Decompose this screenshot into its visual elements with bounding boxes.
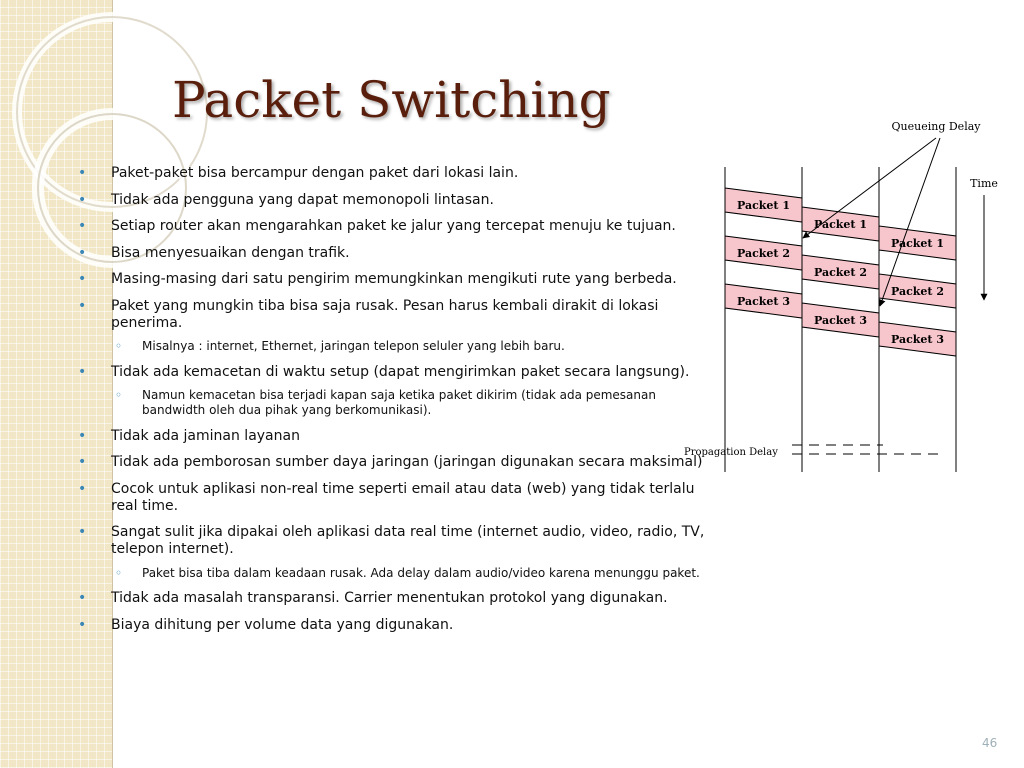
- sidebar-divider: [112, 0, 113, 768]
- packet-box: [878, 273, 957, 309]
- bullet-item: Tidak ada kemacetan di waktu setup (dapa…: [78, 364, 708, 381]
- queueing-arrow-2: [878, 137, 941, 307]
- packet-box: [878, 321, 957, 357]
- packet-label: Packet 1: [737, 199, 790, 212]
- bullet-item: Tidak ada jaminan layanan: [78, 428, 708, 445]
- bullet-item: Tidak ada masalah transparansi. Carrier …: [78, 590, 708, 607]
- bullet-item: Biaya dihitung per volume data yang digu…: [78, 617, 708, 634]
- bullet-item: Tidak ada pemborosan sumber daya jaringa…: [78, 454, 708, 471]
- bullet-item: Paket-paket bisa bercampur dengan paket …: [78, 165, 708, 182]
- packet-label: Packet 3: [891, 333, 944, 346]
- packet-label: Packet 1: [814, 218, 867, 231]
- page-number: 46: [982, 736, 998, 750]
- bullet-item: Sangat sulit jika dipakai oleh aplikasi …: [78, 524, 708, 558]
- bullet-item: Paket yang mungkin tiba bisa saja rusak.…: [78, 298, 708, 332]
- packet-label: Packet 2: [737, 247, 790, 260]
- queueing-arrow-1: [802, 137, 937, 239]
- bullet-item: Cocok untuk aplikasi non-real time seper…: [78, 481, 708, 515]
- sub-bullet-item: Namun kemacetan bisa terjadi kapan saja …: [78, 388, 708, 418]
- bullet-item: Setiap router akan mengarahkan paket ke …: [78, 218, 708, 235]
- packet-label: Packet 2: [814, 266, 867, 279]
- bullet-list: Paket-paket bisa bercampur dengan paket …: [78, 165, 708, 643]
- bullet-item: Tidak ada pengguna yang dapat memonopoli…: [78, 192, 708, 209]
- packet-box: [878, 225, 957, 261]
- packet-label: Packet 2: [891, 285, 944, 298]
- time-label: Time: [970, 177, 998, 190]
- bullet-item: Bisa menyesuaikan dengan trafik.: [78, 245, 708, 262]
- packet-switching-diagram: Packet 1 Packet 2 Packet 3 Packet 1 Packet 2…: [684, 120, 998, 472]
- packet-label: Packet 3: [737, 295, 790, 308]
- packet-label: Packet 1: [891, 237, 944, 250]
- bullet-item: Masing-masing dari satu pengirim memungk…: [78, 271, 708, 288]
- propagation-delay-label: Propagation Delay: [684, 447, 778, 458]
- packet-label: Packet 3: [814, 314, 867, 327]
- sub-bullet-item: Paket bisa tiba dalam keadaan rusak. Ada…: [78, 566, 708, 581]
- packets-layer: Packet 1 Packet 2 Packet 3 Packet 1 Packet 2…: [724, 187, 957, 357]
- queueing-delay-label: Queueing Delay: [892, 120, 982, 133]
- sub-bullet-item: Misalnya : internet, Ethernet, jaringan …: [78, 339, 708, 354]
- slide-title: Packet Switching: [172, 71, 611, 129]
